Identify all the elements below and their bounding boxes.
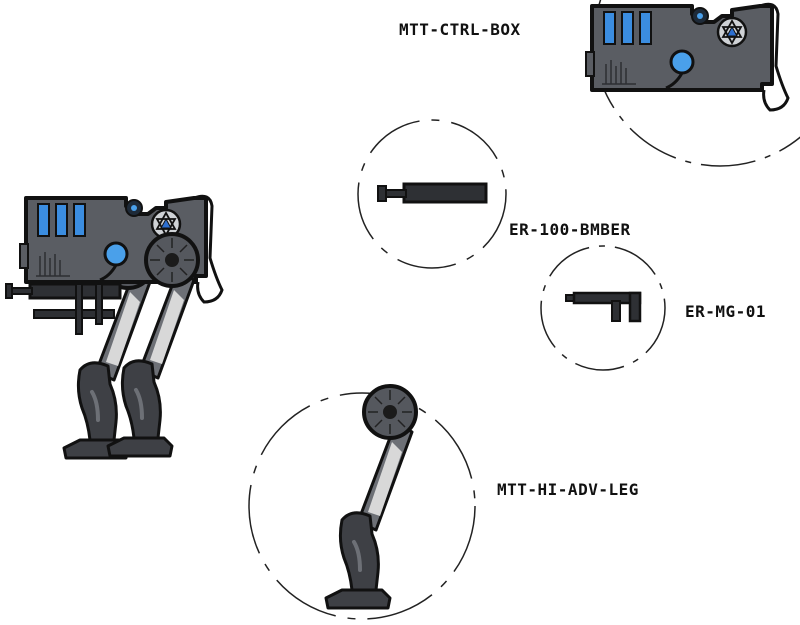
mg-part[interactable] bbox=[565, 291, 642, 323]
bomber-frame bbox=[357, 119, 507, 269]
walker-bomber bbox=[5, 282, 122, 335]
mg-frame bbox=[540, 245, 666, 371]
leg-frame bbox=[248, 392, 476, 620]
bomber-label: ER-100-BMBER bbox=[509, 220, 631, 239]
bomber-part[interactable] bbox=[377, 182, 488, 204]
leg-part[interactable] bbox=[326, 386, 416, 608]
mg-label: ER-MG-01 bbox=[685, 302, 767, 321]
assembled-walker bbox=[5, 194, 224, 458]
ctrl-box-label: MTT-CTRL-BOX bbox=[399, 20, 521, 39]
ctrl-box-part[interactable] bbox=[584, 2, 790, 113]
leg-label: MTT-HI-ADV-LEG bbox=[497, 480, 639, 499]
ctrl-box-frame bbox=[593, 0, 800, 167]
